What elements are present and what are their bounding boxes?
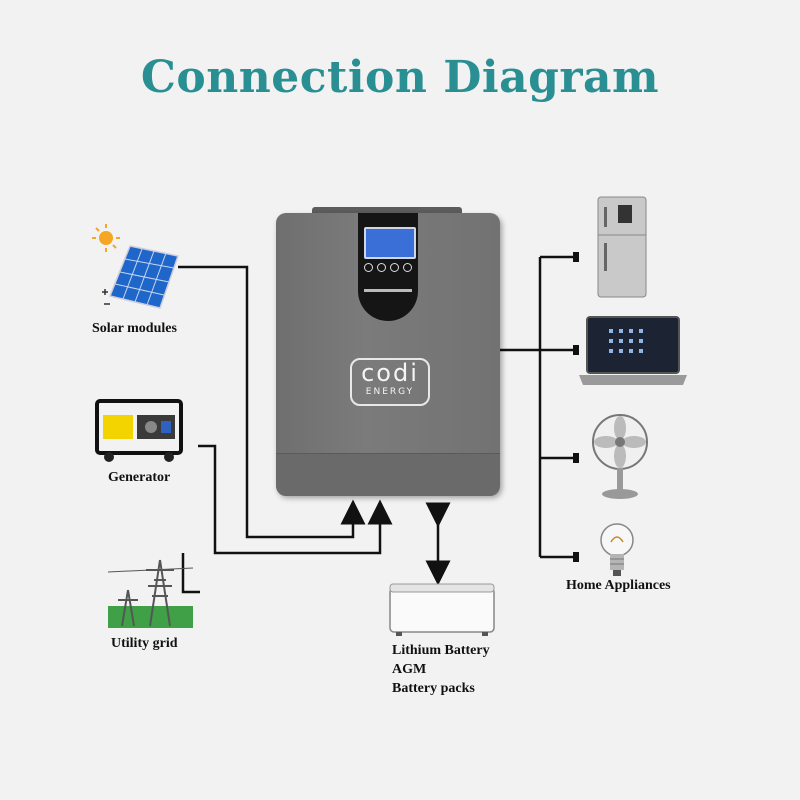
- brand-sub: ENERGY: [365, 387, 415, 397]
- page-title: Connection Diagram: [140, 52, 660, 103]
- solar-panel-icon: [92, 224, 179, 309]
- brand-logo: codi ENERGY: [350, 358, 430, 406]
- generator-wire: [198, 444, 393, 555]
- plug-icon: [573, 453, 579, 463]
- inverter-base: [276, 453, 500, 496]
- plug-icon: [573, 552, 579, 562]
- battery-label-1: Lithium Battery: [392, 643, 490, 658]
- brand-name: codi: [361, 359, 419, 387]
- lcd-display: [364, 227, 416, 259]
- inverter-top-bracket: [312, 207, 462, 217]
- control-buttons: [364, 263, 412, 272]
- home-appliances-label: Home Appliances: [566, 578, 671, 593]
- button-icon: [377, 263, 386, 272]
- refrigerator-icon: [597, 196, 647, 298]
- solar-wire: [178, 265, 366, 539]
- laptop-icon: [579, 316, 687, 385]
- battery-label-2: AGM: [392, 662, 427, 677]
- grid-wire: [181, 553, 200, 594]
- generator-label: Generator: [108, 470, 171, 485]
- battery-icon: [389, 583, 495, 636]
- panel-caption-mark: [364, 289, 412, 292]
- button-icon: [403, 263, 412, 272]
- hybrid-inverter: codi ENERGY: [276, 213, 500, 496]
- plug-icon: [573, 345, 579, 355]
- utility-grid-label: Utility grid: [111, 636, 178, 651]
- transmission-tower-icon: [108, 559, 193, 628]
- light-bulb-icon: [600, 523, 634, 576]
- button-icon: [390, 263, 399, 272]
- plug-icon: [573, 252, 579, 262]
- button-icon: [364, 263, 373, 272]
- battery-label-3: Battery packs: [392, 681, 475, 696]
- fan-icon: [592, 414, 648, 499]
- generator-icon: [95, 399, 183, 462]
- control-panel: [358, 213, 418, 321]
- solar-modules-label: Solar modules: [92, 321, 177, 336]
